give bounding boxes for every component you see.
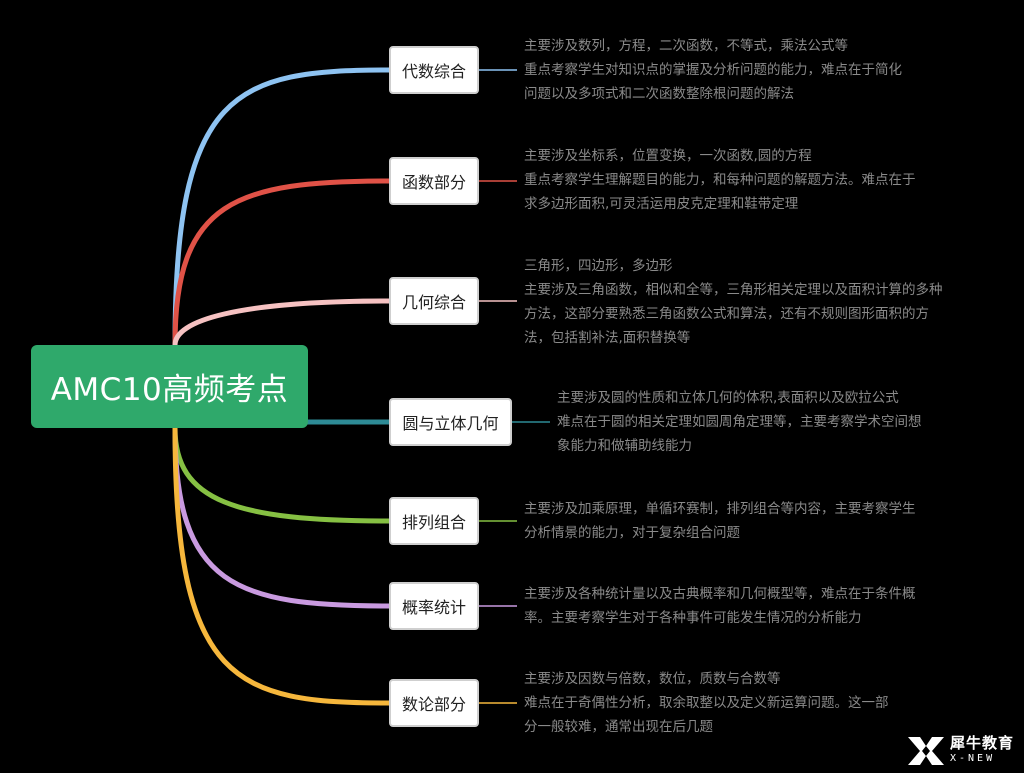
description-line: 象能力和做辅助线能力 xyxy=(557,438,692,454)
branch-connector xyxy=(172,67,392,348)
branch-description-probability: 主要涉及各种统计量以及古典概率和几何概型等，难点在于条件概 率。主要考察学生对于… xyxy=(524,582,916,630)
logo-english-text: X-NEW xyxy=(950,753,996,764)
description-line: 主要涉及加乘原理，单循环赛制，排列组合等内容，主要考察学生 xyxy=(524,501,916,517)
root-node: AMC10高频考点 xyxy=(31,345,308,428)
description-line: 主要涉及因数与倍数，数位，质数与合数等 xyxy=(524,671,781,687)
description-line: 重点考察学生理解题目的能力，和每种问题的解题方法。难点在于 xyxy=(524,172,916,188)
branch-node-geometry: 几何综合 xyxy=(389,277,479,325)
description-line: 分一般较难，通常出现在后几题 xyxy=(524,719,713,735)
description-line: 难点在于奇偶性分析，取余取整以及定义新运算问题。这一部 xyxy=(524,695,889,711)
branch-description-algebra: 主要涉及数列，方程，二次函数，不等式，乘法公式等 重点考察学生对知识点的掌握及分… xyxy=(524,34,902,106)
description-line: 三角形，四边形，多边形 xyxy=(524,258,673,274)
description-line: 问题以及多项式和二次函数整除根问题的解法 xyxy=(524,86,794,102)
description-line: 主要涉及三角函数，相似和全等，三角形相关定理以及面积计算的多种 xyxy=(524,282,943,298)
description-line: 主要涉及圆的性质和立体几何的体积,表面积以及欧拉公式 xyxy=(557,390,899,406)
branch-description-functions: 主要涉及坐标系，位置变换，一次函数,圆的方程 重点考察学生理解题目的能力，和每种… xyxy=(524,144,916,216)
description-line: 主要涉及各种统计量以及古典概率和几何概型等，难点在于条件概 xyxy=(524,586,916,602)
description-line: 方法，这部分要熟悉三角函数公式和算法，还有不规则图形面积的方 xyxy=(524,306,929,322)
branch-connector xyxy=(172,425,392,524)
branch-node-probability: 概率统计 xyxy=(389,582,479,630)
branch-node-functions: 函数部分 xyxy=(389,157,479,205)
description-line: 重点考察学生对知识点的掌握及分析问题的能力，难点在于简化 xyxy=(524,62,902,78)
description-line: 主要涉及数列，方程，二次函数，不等式，乘法公式等 xyxy=(524,38,848,54)
branch-connector xyxy=(172,298,392,348)
description-line: 难点在于圆的相关定理如圆周角定理等，主要考察学术空间想 xyxy=(557,414,922,430)
branch-connector xyxy=(172,178,392,348)
description-line: 求多边形面积,可灵活运用皮克定理和鞋带定理 xyxy=(524,196,799,212)
branch-description-geometry: 三角形，四边形，多边形 主要涉及三角函数，相似和全等，三角形相关定理以及面积计算… xyxy=(524,254,943,350)
branch-connector xyxy=(172,425,392,706)
rhino-logo-icon xyxy=(908,737,944,765)
branch-description-circles-solids: 主要涉及圆的性质和立体几何的体积,表面积以及欧拉公式 难点在于圆的相关定理如圆周… xyxy=(557,386,922,458)
branch-node-circles-solids: 圆与立体几何 xyxy=(389,398,512,446)
description-line: 法，包括割补法,面积替换等 xyxy=(524,330,691,346)
branch-description-number-theory: 主要涉及因数与倍数，数位，质数与合数等 难点在于奇偶性分析，取余取整以及定义新运… xyxy=(524,667,889,739)
branch-node-number-theory: 数论部分 xyxy=(389,679,479,727)
description-line: 率。主要考察学生对于各种事件可能发生情况的分析能力 xyxy=(524,610,862,626)
logo-chinese-text: 犀牛教育 xyxy=(950,734,1015,752)
branch-node-algebra: 代数综合 xyxy=(389,46,479,94)
description-line: 主要涉及坐标系，位置变换，一次函数,圆的方程 xyxy=(524,148,812,164)
branch-description-combinatorics: 主要涉及加乘原理，单循环赛制，排列组合等内容，主要考察学生 分析情景的能力，对于… xyxy=(524,497,916,545)
description-line: 分析情景的能力，对于复杂组合问题 xyxy=(524,525,740,541)
brand-logo: 犀牛教育 X-NEW xyxy=(906,728,1024,773)
branch-node-combinatorics: 排列组合 xyxy=(389,497,479,545)
